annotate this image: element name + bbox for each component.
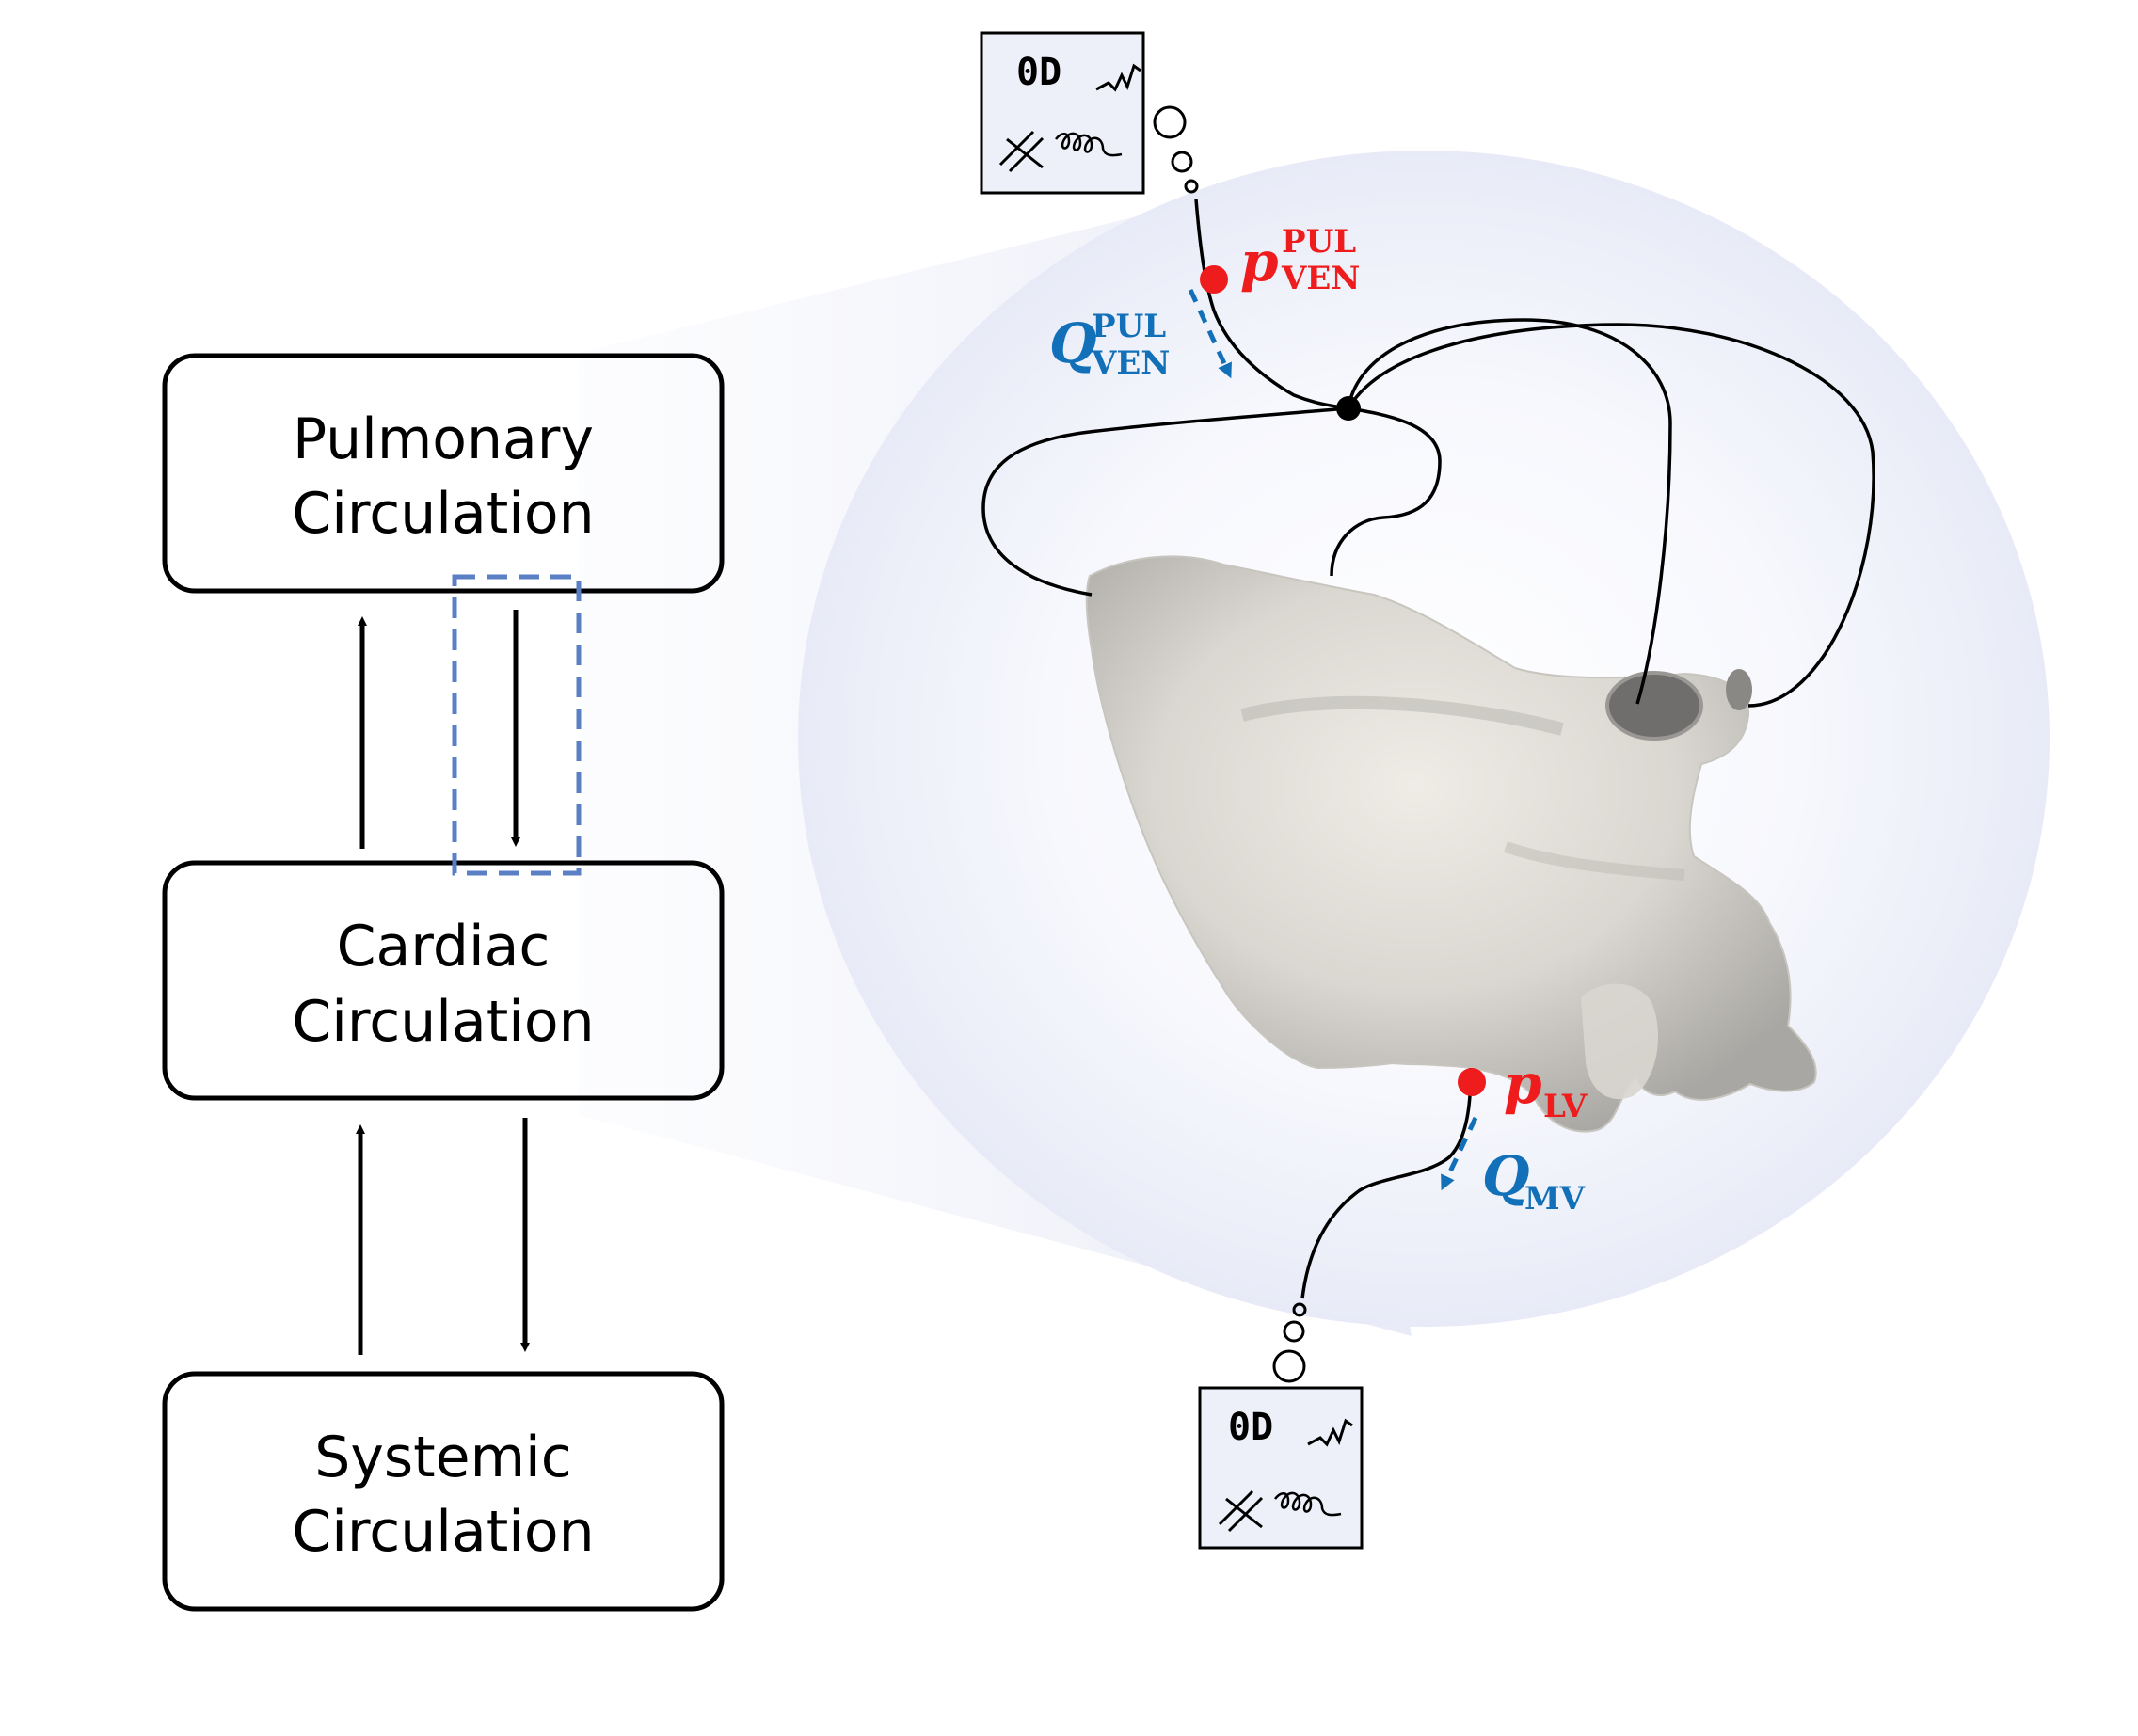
inductor-icon bbox=[1055, 132, 1123, 157]
box-line-2: Circulation bbox=[292, 989, 594, 1055]
box-line-1: Pulmonary bbox=[293, 406, 594, 472]
zero-d-label: 0D bbox=[1016, 51, 1061, 94]
box-line-1: Systemic bbox=[314, 1425, 571, 1490]
label-symbol: Q bbox=[1482, 1144, 1530, 1208]
label-superscript: PUL bbox=[1092, 308, 1166, 345]
pressure-point-ven bbox=[1200, 265, 1228, 294]
pulmonary-circulation-box: Pulmonary Circulation bbox=[162, 353, 725, 594]
label-symbol: Q bbox=[1049, 311, 1097, 375]
left-atrium-geometry bbox=[1085, 555, 1817, 1133]
capacitor-icon bbox=[1218, 1489, 1264, 1533]
capacitor-icon bbox=[998, 130, 1045, 173]
zero-d-model-bottom: 0D bbox=[1198, 1386, 1364, 1550]
label-q-ven-pul: Q PUL VEN bbox=[1049, 308, 1170, 382]
vessel-network bbox=[981, 199, 1875, 1299]
inductor-icon bbox=[1274, 1491, 1342, 1517]
label-q-mv: Q MV bbox=[1482, 1144, 1586, 1218]
connector-bubbles-top bbox=[1153, 105, 1199, 194]
systemic-circulation-box: Systemic Circulation bbox=[162, 1371, 725, 1612]
connector-bubbles-bottom bbox=[1272, 1302, 1307, 1383]
resistor-icon bbox=[1095, 63, 1141, 92]
label-subscript: MV bbox=[1524, 1180, 1586, 1218]
label-p-lv: p LV bbox=[1504, 1052, 1588, 1125]
label-subscript: LV bbox=[1543, 1088, 1588, 1125]
cardiac-circulation-box: Cardiac Circulation bbox=[162, 860, 725, 1101]
box-line-1: Cardiac bbox=[337, 914, 550, 979]
resistor-icon bbox=[1307, 1418, 1353, 1447]
label-superscript: PUL bbox=[1282, 223, 1356, 261]
flow-arrow-ven bbox=[1188, 288, 1232, 379]
label-subscript: VEN bbox=[1091, 344, 1170, 382]
box-line-2: Circulation bbox=[292, 1499, 594, 1565]
label-p-ven-pul: p PUL VEN bbox=[1240, 223, 1360, 297]
highlight-dashed-box bbox=[452, 574, 582, 876]
label-symbol: p bbox=[1240, 230, 1279, 294]
pressure-point-lv bbox=[1458, 1068, 1486, 1096]
zero-d-model-top: 0D bbox=[980, 31, 1145, 195]
box-line-2: Circulation bbox=[292, 481, 594, 547]
flow-arrow-mv bbox=[1441, 1116, 1478, 1191]
zero-d-label: 0D bbox=[1228, 1406, 1273, 1449]
label-symbol: p bbox=[1504, 1052, 1542, 1116]
label-subscript: VEN bbox=[1281, 260, 1360, 297]
junction-node bbox=[1336, 396, 1361, 421]
